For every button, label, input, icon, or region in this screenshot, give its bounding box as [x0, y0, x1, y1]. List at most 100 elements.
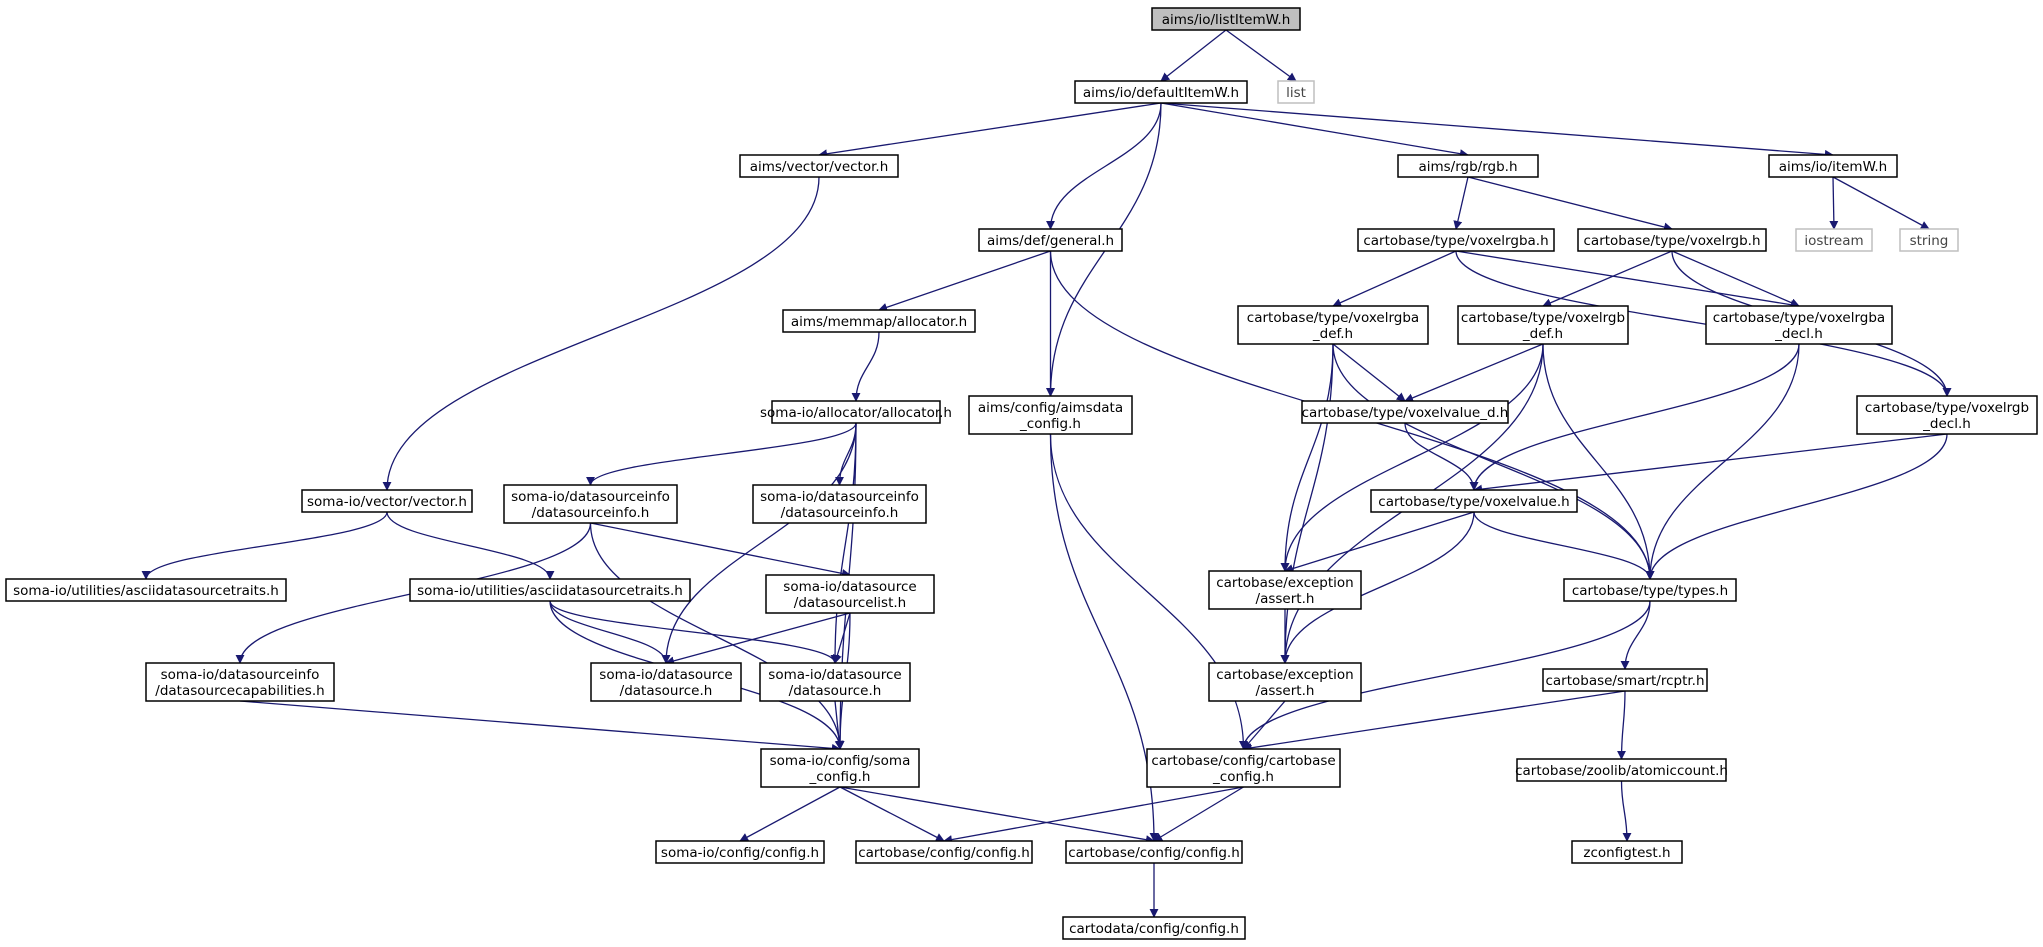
node-soma-io-datasource-datasource-h[interactable]: soma-io/datasource/datasource.h: [759, 662, 911, 702]
node-soma-io-config-config-h[interactable]: soma-io/config/config.h: [655, 840, 825, 864]
node-label: aims/io/defaultItemW.h: [1083, 85, 1239, 101]
node-soma-io-vector-vector-h[interactable]: soma-io/vector/vector.h: [301, 489, 473, 513]
node-cartobase-exception-assert-h[interactable]: cartobase/exception/assert.h: [1208, 662, 1362, 702]
node-box: [771, 400, 941, 424]
node-box: [1062, 916, 1246, 940]
node-label: /datasource.h: [620, 683, 713, 699]
node-cartobase-zoolib-atomiccount-h[interactable]: cartobase/zoolib/atomiccount.h: [1515, 758, 1728, 782]
node-aims-rgb-rgb-h[interactable]: aims/rgb/rgb.h: [1397, 154, 1539, 178]
edge-line: [1455, 250, 1952, 397]
node-box: [1208, 570, 1362, 610]
edge-n19-to-n24: [386, 511, 555, 580]
node-cartobase-exception-assert-h[interactable]: cartobase/exception/assert.h: [1208, 570, 1362, 610]
node-soma-io-datasource-datasource-h[interactable]: soma-io/datasource/datasource.h: [590, 662, 742, 702]
node-box: [782, 309, 976, 333]
edge-line: [239, 700, 841, 753]
node-label: _config.h: [809, 769, 871, 785]
node-cartobase-type-voxelrgb-decl-h[interactable]: cartobase/type/voxelrgb_decl.h: [1856, 395, 2038, 435]
node-soma-io-datasourceinfo-datasourceinfo-h[interactable]: soma-io/datasourceinfo/datasourceinfo.h: [503, 484, 678, 524]
node-string[interactable]: string: [1899, 228, 1959, 252]
node-cartodata-config-config-h[interactable]: cartodata/config/config.h: [1062, 916, 1246, 940]
node-box: [1397, 154, 1539, 178]
node-box: [590, 662, 742, 702]
edge-n18-to-n22: [1473, 433, 1948, 494]
edge-n1-to-n3: [818, 102, 1162, 159]
edge-n12-to-n31: [1280, 343, 1334, 664]
node-cartobase-type-voxelvalue-d-h[interactable]: cartobase/type/voxelvalue_d.h: [1301, 400, 1509, 424]
node-box: [739, 154, 899, 178]
edge-n24-to-n29: [549, 600, 671, 664]
node-label: cartobase/smart/rcptr.h: [1545, 673, 1704, 689]
edge-line: [818, 102, 1162, 159]
node-soma-io-datasource-datasourcelist-h[interactable]: soma-io/datasource/datasourcelist.h: [765, 574, 935, 614]
node-box: [1563, 578, 1737, 602]
edge-n10-to-n13: [1542, 250, 1673, 307]
node-label: aims/io/listItemW.h: [1162, 12, 1291, 28]
edge-line: [1332, 343, 1655, 580]
node-cartobase-type-types-h[interactable]: cartobase/type/types.h: [1563, 578, 1737, 602]
node-iostream[interactable]: iostream: [1795, 228, 1873, 252]
edge-line: [1453, 176, 1469, 230]
node-aims-memmap-allocator-h[interactable]: aims/memmap/allocator.h: [782, 309, 976, 333]
node-label: soma-io/datasource: [783, 579, 916, 595]
edge-n12-to-n17: [1332, 343, 1406, 402]
node-label: soma-io/config/config.h: [661, 845, 819, 861]
edge-line: [1469, 343, 1800, 491]
node-box: [1208, 662, 1362, 702]
node-soma-io-utilities-asciidatasourcetraits-h[interactable]: soma-io/utilities/asciidatasourcetraits.…: [409, 578, 691, 602]
node-cartobase-type-voxelrgb-def-h[interactable]: cartobase/type/voxelrgb_def.h: [1457, 305, 1629, 345]
edge-line: [1645, 343, 1800, 580]
node-cartobase-type-voxelrgba-h[interactable]: cartobase/type/voxelrgba.h: [1357, 228, 1555, 252]
node-zconfigtest-h[interactable]: zconfigtest.h: [1571, 840, 1683, 864]
node-label: soma-io/datasource: [768, 667, 901, 683]
node-soma-io-utilities-asciidatasourcetraits-h[interactable]: soma-io/utilities/asciidatasourcetraits.…: [5, 578, 287, 602]
node-cartobase-type-voxelrgba-decl-h[interactable]: cartobase/type/voxelrgba_decl.h: [1705, 305, 1893, 345]
node-aims-io-itemw-h[interactable]: aims/io/itemW.h: [1768, 154, 1898, 178]
node-soma-io-datasourceinfo-datasourcecapabilities-h[interactable]: soma-io/datasourceinfo/datasourcecapabil…: [145, 662, 335, 702]
node-label: soma-io/allocator/allocator.h: [760, 405, 952, 421]
node-box: [1516, 758, 1727, 782]
node-aims-def-general-h[interactable]: aims/def/general.h: [978, 228, 1123, 252]
edge-line: [1404, 343, 1544, 403]
node-label: aims/rgb/rgb.h: [1418, 159, 1517, 175]
node-box: [1542, 668, 1708, 692]
edge-line: [1242, 690, 1626, 753]
node-soma-io-config-soma-config-h[interactable]: soma-io/config/soma_config.h: [760, 748, 920, 788]
edge-line: [1542, 343, 1655, 580]
edge-n20-to-n33: [589, 522, 845, 750]
node-box: [1370, 489, 1578, 513]
node-box: [145, 662, 335, 702]
edge-n32-to-n35: [1617, 690, 1627, 760]
edge-n27-to-n32: [1620, 600, 1651, 670]
node-soma-io-datasourceinfo-datasourceinfo-h[interactable]: soma-io/datasourceinfo/datasourceinfo.h: [752, 484, 927, 524]
edge-n20-to-n25: [590, 522, 851, 578]
edge-n33-to-n36: [739, 786, 841, 842]
node-aims-io-listitemw-h[interactable]: aims/io/listItemW.h: [1151, 7, 1301, 31]
node-label: soma-io/vector/vector.h: [307, 494, 467, 510]
node-label: iostream: [1804, 233, 1863, 249]
node-cartobase-type-voxelvalue-h[interactable]: cartobase/type/voxelvalue.h: [1370, 489, 1578, 513]
edge-line: [589, 522, 845, 750]
edge-n5-to-n6: [1829, 176, 1839, 230]
node-box: [760, 748, 920, 788]
node-aims-io-defaultitemw-h[interactable]: aims/io/defaultItemW.h: [1074, 80, 1248, 104]
node-cartobase-config-cartobase-config-h[interactable]: cartobase/config/cartobase_config.h: [1146, 748, 1341, 788]
edge-n18-to-n27: [1645, 433, 1948, 580]
edge-n17-to-n22: [1404, 422, 1479, 491]
node-cartobase-type-voxelrgb-h[interactable]: cartobase/type/voxelrgb.h: [1577, 228, 1767, 252]
node-soma-io-allocator-allocator-h[interactable]: soma-io/allocator/allocator.h: [760, 400, 952, 424]
node-label: /datasourceinfo.h: [781, 505, 899, 521]
node-cartobase-type-voxelrgba-def-h[interactable]: cartobase/type/voxelrgba_def.h: [1237, 305, 1429, 345]
node-box: [1065, 840, 1243, 864]
node-aims-config-aimsdata-config-h[interactable]: aims/config/aimsdata_config.h: [968, 395, 1133, 435]
node-aims-vector-vector-h[interactable]: aims/vector/vector.h: [739, 154, 899, 178]
node-cartobase-config-config-h[interactable]: cartobase/config/config.h: [855, 840, 1033, 864]
node-list[interactable]: list: [1277, 80, 1315, 104]
node-cartobase-config-config-h[interactable]: cartobase/config/config.h: [1065, 840, 1243, 864]
node-label: _decl.h: [1922, 416, 1971, 432]
edge-line: [878, 250, 1051, 312]
edge-n8-to-n11: [878, 250, 1051, 312]
node-label: aims/io/itemW.h: [1779, 159, 1887, 175]
node-cartobase-smart-rcptr-h[interactable]: cartobase/smart/rcptr.h: [1542, 668, 1708, 692]
